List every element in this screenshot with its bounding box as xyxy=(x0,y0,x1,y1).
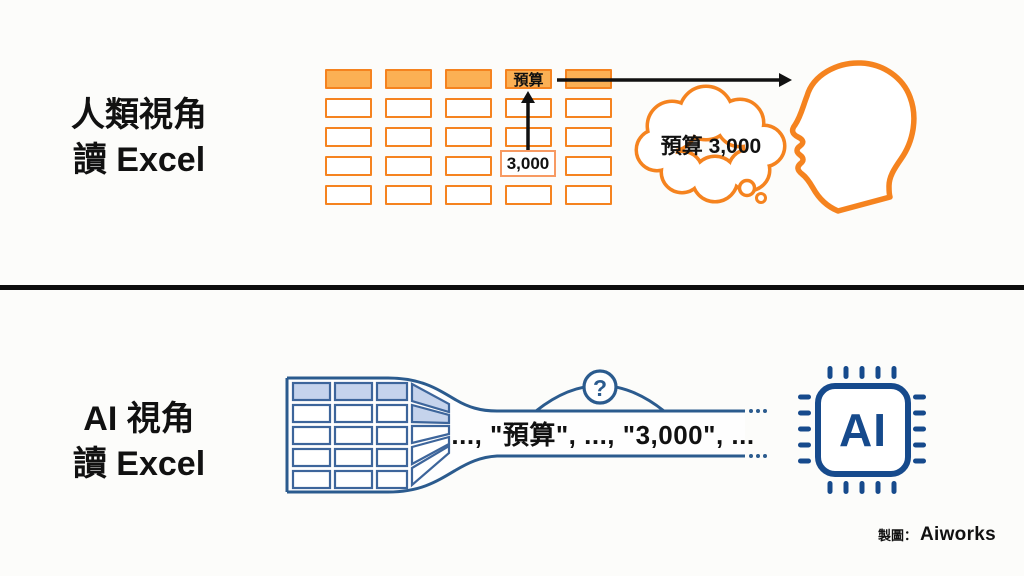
question-mark-text: ? xyxy=(593,375,607,401)
chip-pin xyxy=(913,410,926,416)
ai-title-line1: AI 視角 xyxy=(83,400,195,438)
spreadsheet-cell xyxy=(385,98,432,118)
human-title-line2: 讀 Excel xyxy=(72,141,206,179)
value-cell: 3,000 xyxy=(500,150,556,177)
thought-bubble: 預算 3,000 xyxy=(634,84,787,204)
thought-bubble-tail-small xyxy=(755,192,767,204)
chip-pin xyxy=(913,442,926,448)
spreadsheet-cell xyxy=(445,185,492,205)
ai-chip-label: AI xyxy=(839,404,887,456)
chip-pin xyxy=(798,442,811,448)
chip-pin xyxy=(798,410,811,416)
chip-pin xyxy=(827,481,833,494)
spreadsheet-cell xyxy=(565,185,612,205)
spreadsheet-cell xyxy=(445,127,492,147)
question-mark-bubble: ? xyxy=(535,369,665,413)
ai-grid-cells xyxy=(291,381,451,490)
chip-pin xyxy=(891,481,897,494)
ai-chip-icon: AI xyxy=(798,366,926,494)
chip-pins xyxy=(798,366,926,494)
human-head-icon xyxy=(789,60,917,214)
human-spreadsheet-grid xyxy=(325,69,612,205)
credit: 製圖： Aiworks xyxy=(878,524,996,546)
spreadsheet-cell xyxy=(325,127,372,147)
spreadsheet-header-cell xyxy=(325,69,372,89)
spreadsheet-cell xyxy=(385,185,432,205)
spreadsheet-cell xyxy=(445,98,492,118)
token-stream-text: ..., "預算", ..., "3,000", ... xyxy=(451,420,754,450)
chip-pin xyxy=(827,366,833,379)
stream-continuation-dots xyxy=(749,409,767,458)
chip-pin xyxy=(913,426,926,432)
thought-bubble-tail-large xyxy=(737,178,757,198)
thought-bubble-text: 預算 3,000 xyxy=(661,134,761,158)
spreadsheet-cell xyxy=(505,98,552,118)
spreadsheet-header-cell xyxy=(565,69,612,89)
spreadsheet-cell xyxy=(565,98,612,118)
chip-pin xyxy=(913,458,926,464)
spreadsheet-cell xyxy=(565,127,612,147)
chip-pin xyxy=(859,366,865,379)
chip-pin xyxy=(798,394,811,400)
spreadsheet-cell xyxy=(325,98,372,118)
credit-brand: Aiworks xyxy=(919,524,996,545)
question-mark-icon xyxy=(582,369,618,405)
chip-pin xyxy=(875,481,881,494)
chip-pin xyxy=(891,366,897,379)
spreadsheet-cell xyxy=(385,156,432,176)
chip-pin xyxy=(843,366,849,379)
human-title-line1: 人類視角 xyxy=(71,96,207,134)
spreadsheet-cell xyxy=(325,185,372,205)
spreadsheet-cell xyxy=(505,127,552,147)
spreadsheet-cell xyxy=(385,127,432,147)
section-divider xyxy=(0,285,1024,290)
ai-section-title: AI 視角 讀 Excel xyxy=(19,397,259,487)
credit-prefix: 製圖： xyxy=(877,528,917,543)
spreadsheet-cell xyxy=(445,156,492,176)
spreadsheet-cell xyxy=(565,156,612,176)
budget-header-cell-label: 預算 xyxy=(513,72,544,89)
chip-pin xyxy=(843,481,849,494)
chip-pin xyxy=(798,458,811,464)
spreadsheet-header-cell xyxy=(385,69,432,89)
spreadsheet-cell xyxy=(325,156,372,176)
ai-spreadsheet-funnel xyxy=(285,376,767,494)
chip-pin xyxy=(913,394,926,400)
chip-pin xyxy=(798,426,811,432)
chip-pin xyxy=(859,481,865,494)
human-section-title: 人類視角 讀 Excel xyxy=(19,93,259,183)
ai-title-line2: 讀 Excel xyxy=(72,445,206,483)
spreadsheet-cell xyxy=(505,185,552,205)
spreadsheet-header-cell xyxy=(445,69,492,89)
chip-pin xyxy=(875,366,881,379)
spreadsheet-header-cell xyxy=(505,69,552,89)
